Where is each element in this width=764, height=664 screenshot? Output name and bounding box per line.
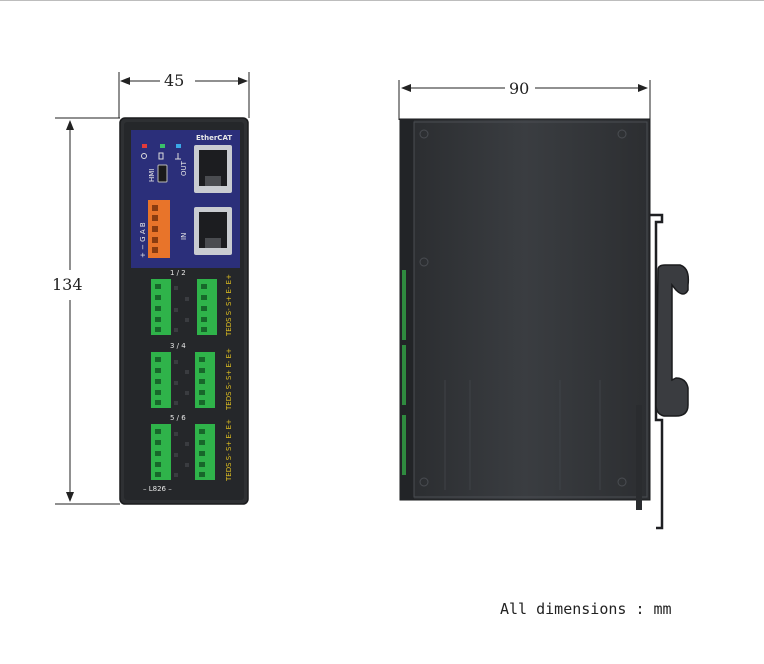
port-in-label: IN — [180, 233, 188, 240]
height-dimension — [55, 117, 120, 505]
top-border-line — [0, 0, 764, 1]
channel-pin-labels-3-4: TEDS S- S+ E- E+ — [225, 348, 233, 411]
channel-pin-labels-5-6: TEDS S- S+ E- E+ — [225, 419, 233, 482]
model-label: – L826 – — [143, 485, 172, 493]
front-width-label: 45 — [164, 71, 185, 90]
side-width-dimension — [398, 80, 651, 120]
terminal-block-3-4 — [151, 352, 215, 408]
channel-group-label-3-4: 3 / 4 — [170, 342, 186, 350]
channel-group-label-5-6: 5 / 6 — [170, 414, 186, 422]
units-note: All dimensions : mm — [500, 600, 672, 618]
power-pin-labels: + − G A B — [139, 222, 147, 258]
hmi-label: HMI — [148, 169, 156, 182]
terminal-block-5-6 — [151, 424, 215, 480]
side-width-label: 90 — [509, 79, 530, 98]
front-view-device: EtherCAT OUT IN HMI + − G A B 1 / 2 3 / … — [119, 117, 249, 505]
ethercat-logo: EtherCAT — [196, 134, 232, 142]
channel-group-label-1-2: 1 / 2 — [170, 269, 186, 277]
port-out-label: OUT — [180, 160, 188, 176]
front-width-dimension — [118, 72, 250, 118]
channel-pin-labels-1-2: TEDS S- S+ E- E+ — [225, 274, 233, 337]
height-label: 134 — [52, 275, 83, 294]
side-view-device — [399, 118, 690, 530]
terminal-block-1-2 — [150, 278, 220, 336]
